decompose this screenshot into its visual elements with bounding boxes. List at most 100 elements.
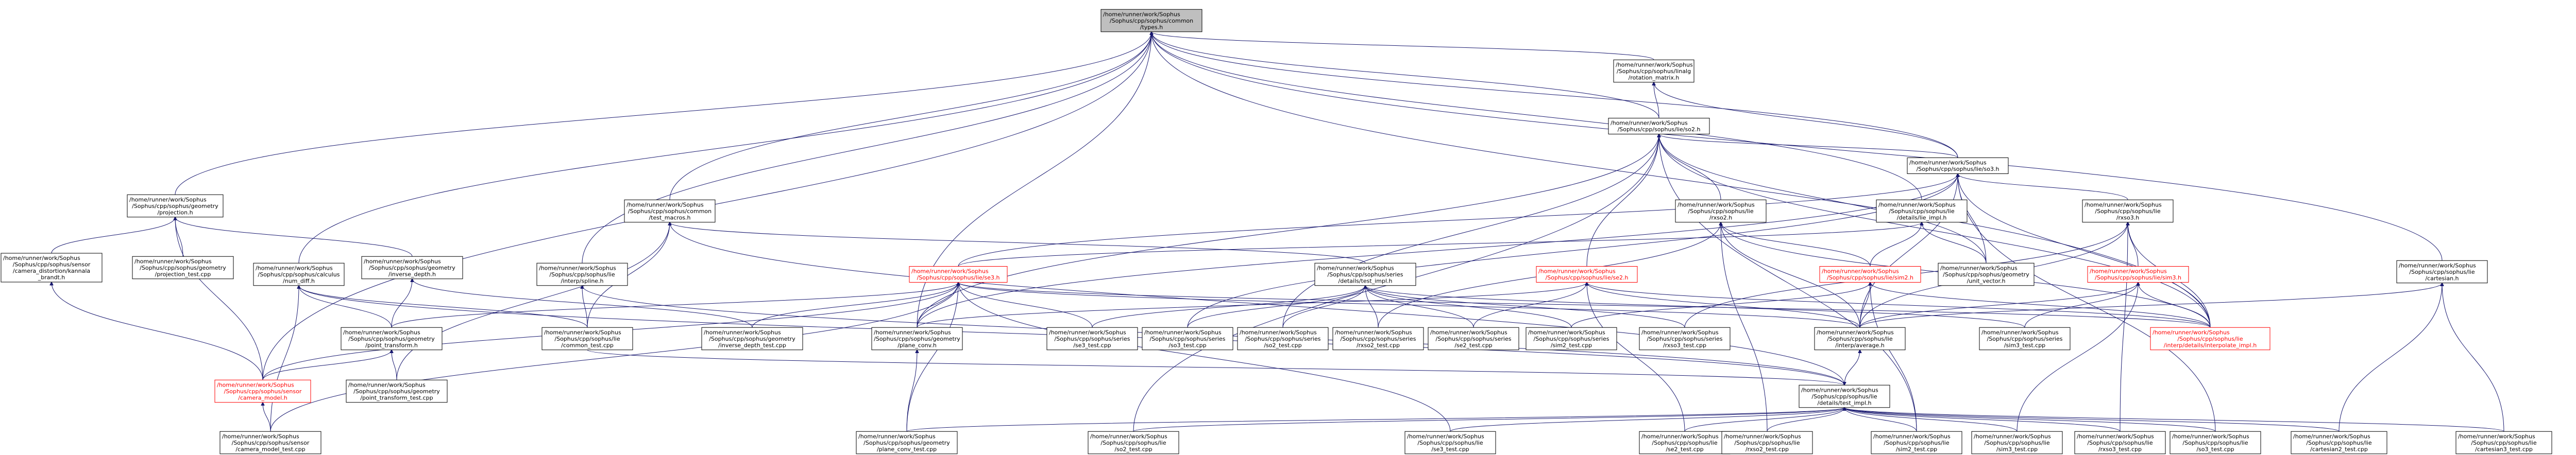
node-proj[interactable]: /home/runner/work/Sophus/Sophus/cpp/soph… bbox=[127, 194, 224, 218]
node-cart2lt[interactable]: /home/runner/work/Sophus/Sophus/cpp/soph… bbox=[2291, 431, 2387, 454]
node-box bbox=[1428, 327, 1519, 351]
node-rxso2[interactable]: /home/runner/work/Sophus/Sophus/cpp/soph… bbox=[1675, 199, 1767, 223]
node-so2ser[interactable]: /home/runner/work/Sophus/Sophus/cpp/soph… bbox=[1237, 327, 1329, 351]
edge-so3-interpimpl bbox=[1958, 174, 2211, 328]
node-label-line: /rotation_matrix.h bbox=[1629, 74, 1680, 81]
node-so3[interactable]: /home/runner/work/Sophus/Sophus/cpp/soph… bbox=[1907, 157, 2009, 174]
node-label-line: /Sophus/cpp/sophus/lie bbox=[1688, 208, 1753, 215]
node-camtest[interactable]: /home/runner/work/Sophus/Sophus/cpp/soph… bbox=[219, 431, 321, 454]
node-label-line: /so2_test.cpp bbox=[1114, 446, 1152, 452]
node-label-line: /Sophus/cpp/sophus/lie bbox=[1100, 440, 1166, 446]
node-lieimpl[interactable]: /home/runner/work/Sophus/Sophus/cpp/soph… bbox=[1876, 199, 1968, 223]
node-label-line: /home/runner/work/Sophus bbox=[1909, 160, 1987, 166]
node-label-line: /home/runner/work/Sophus bbox=[1641, 329, 1719, 336]
node-label-line: /Sophus/cpp/sophus/lie/sim2.h bbox=[1827, 274, 1913, 281]
edge-so2-interpimpl bbox=[1659, 134, 2211, 328]
node-interpimpl[interactable]: /home/runner/work/Sophus/Sophus/cpp/soph… bbox=[2150, 327, 2270, 351]
node-se3ser[interactable]: /home/runner/work/Sophus/Sophus/cpp/soph… bbox=[1046, 327, 1138, 351]
node-label-line: /sim3_test.cpp bbox=[1996, 446, 2038, 452]
node-label-line: /Sophus/cpp/sophus/series bbox=[1436, 336, 1512, 342]
node-rxso3[interactable]: /home/runner/work/Sophus/Sophus/cpp/soph… bbox=[2082, 199, 2174, 223]
node-se3[interactable]: /home/runner/work/Sophus/Sophus/cpp/soph… bbox=[909, 266, 1008, 283]
node-rxso3ser[interactable]: /home/runner/work/Sophus/Sophus/cpp/soph… bbox=[1639, 327, 1731, 351]
node-se3lt[interactable]: /home/runner/work/Sophus/Sophus/cpp/soph… bbox=[1404, 431, 1496, 454]
node-label-line: /Sophus/cpp/sophus/lie bbox=[554, 336, 620, 342]
edge-se3-ptrans bbox=[391, 283, 958, 328]
node-ptranstest[interactable]: /home/runner/work/Sophus/Sophus/cpp/soph… bbox=[346, 379, 448, 403]
node-label-line: /rxso2.h bbox=[1709, 214, 1732, 221]
node-box bbox=[2170, 431, 2261, 454]
edge-sim3-interpimpl bbox=[2138, 283, 2211, 328]
node-unitvec[interactable]: /home/runner/work/Sophus/Sophus/cpp/soph… bbox=[1938, 262, 2035, 286]
node-numdiff[interactable]: /home/runner/work/Sophus/Sophus/cpp/soph… bbox=[253, 262, 345, 286]
node-se2lt[interactable]: /home/runner/work/Sophus/Sophus/cpp/soph… bbox=[1639, 431, 1731, 454]
node-types[interactable]: /home/runner/work/Sophus/Sophus/cpp/soph… bbox=[1100, 9, 1202, 32]
node-sim2[interactable]: /home/runner/work/Sophus/Sophus/cpp/soph… bbox=[1819, 266, 1921, 283]
edge-se3-pconvtest bbox=[906, 283, 958, 432]
node-box bbox=[701, 327, 803, 351]
node-label-line: /cartesian3_test.cpp bbox=[2475, 446, 2533, 452]
edge-testmac-commontest bbox=[587, 222, 670, 328]
edge-rotmat-so2 bbox=[1654, 82, 1659, 118]
node-cart3lt[interactable]: /home/runner/work/Sophus/Sophus/cpp/soph… bbox=[2455, 431, 2552, 454]
node-label-line: /Sophus/cpp/sophus/geometry bbox=[874, 336, 960, 342]
edge-cartesian-cart3lt bbox=[2442, 283, 2504, 432]
node-label-line: /Sophus/cpp/sophus/lie/so3.h bbox=[1917, 166, 1999, 172]
node-sim3lt[interactable]: /home/runner/work/Sophus/Sophus/cpp/soph… bbox=[1971, 431, 2063, 454]
node-label-line: /Sophus/cpp/sophus/sensor bbox=[224, 388, 302, 395]
node-sim3[interactable]: /home/runner/work/Sophus/Sophus/cpp/soph… bbox=[2087, 266, 2189, 283]
node-rxso2ser[interactable]: /home/runner/work/Sophus/Sophus/cpp/soph… bbox=[1332, 327, 1424, 351]
node-camodel[interactable]: /home/runner/work/Sophus/Sophus/cpp/soph… bbox=[214, 379, 311, 403]
node-label-line: /home/runner/work/Sophus bbox=[217, 381, 294, 388]
node-average[interactable]: /home/runner/work/Sophus/Sophus/cpp/soph… bbox=[1814, 327, 1906, 351]
node-camdist[interactable]: /home/runner/work/Sophus/Sophus/cpp/soph… bbox=[1, 253, 103, 283]
node-label-line: /home/runner/work/Sophus bbox=[1878, 201, 1956, 208]
edge-ptrans-camodel bbox=[262, 350, 392, 380]
node-rxso2lt[interactable]: /home/runner/work/Sophus/Sophus/cpp/soph… bbox=[1721, 431, 1813, 454]
node-rotmat[interactable]: /home/runner/work/Sophus/Sophus/cpp/soph… bbox=[1613, 59, 1694, 83]
node-so2lt[interactable]: /home/runner/work/Sophus/Sophus/cpp/soph… bbox=[1088, 431, 1179, 454]
node-ptrans[interactable]: /home/runner/work/Sophus/Sophus/cpp/soph… bbox=[341, 327, 443, 351]
edge-invdepth-invdtest bbox=[412, 279, 753, 328]
node-label-line: /home/runner/work/Sophus bbox=[134, 258, 212, 265]
node-se2ser[interactable]: /home/runner/work/Sophus/Sophus/cpp/soph… bbox=[1428, 327, 1519, 351]
node-lietest[interactable]: /home/runner/work/Sophus/Sophus/cpp/soph… bbox=[1799, 384, 1890, 408]
node-invdtest[interactable]: /home/runner/work/Sophus/Sophus/cpp/soph… bbox=[701, 327, 803, 351]
node-box bbox=[1876, 199, 1968, 223]
node-so3ser[interactable]: /home/runner/work/Sophus/Sophus/cpp/soph… bbox=[1142, 327, 1233, 351]
node-projtest[interactable]: /home/runner/work/Sophus/Sophus/cpp/soph… bbox=[132, 256, 234, 279]
node-testmac[interactable]: /home/runner/work/Sophus/Sophus/cpp/soph… bbox=[624, 199, 716, 223]
node-invdepth[interactable]: /home/runner/work/Sophus/Sophus/cpp/soph… bbox=[361, 256, 463, 279]
node-label-line: /Sophus/cpp/sophus/lie bbox=[549, 271, 615, 278]
edge-so2-planeconv bbox=[917, 134, 1659, 328]
node-sim3ser[interactable]: /home/runner/work/Sophus/Sophus/cpp/soph… bbox=[1979, 327, 2071, 351]
edge-lietest-cart3lt bbox=[1844, 408, 2504, 432]
node-label-line: /home/runner/work/Sophus bbox=[1240, 329, 1317, 336]
node-sim2lt[interactable]: /home/runner/work/Sophus/Sophus/cpp/soph… bbox=[1871, 431, 1962, 454]
node-label-line: /home/runner/work/Sophus bbox=[858, 433, 936, 440]
node-sim2ser[interactable]: /home/runner/work/Sophus/Sophus/cpp/soph… bbox=[1526, 327, 1617, 351]
node-label-line: /Sophus/cpp/sophus/lie bbox=[1811, 393, 1877, 400]
node-label-line: /home/runner/work/Sophus bbox=[1974, 433, 2051, 440]
node-commontest[interactable]: /home/runner/work/Sophus/Sophus/cpp/soph… bbox=[541, 327, 633, 351]
node-rxso3lt[interactable]: /home/runner/work/Sophus/Sophus/cpp/soph… bbox=[2074, 431, 2166, 454]
node-so2[interactable]: /home/runner/work/Sophus/Sophus/cpp/soph… bbox=[1608, 118, 1710, 134]
edge-camdist-camodel bbox=[52, 282, 263, 380]
node-interp[interactable]: /home/runner/work/Sophus/Sophus/cpp/soph… bbox=[536, 262, 628, 286]
node-so3lt[interactable]: /home/runner/work/Sophus/Sophus/cpp/soph… bbox=[2170, 431, 2261, 454]
node-se2[interactable]: /home/runner/work/Sophus/Sophus/cpp/soph… bbox=[1536, 266, 1638, 283]
edge-rxso2-sim2 bbox=[1721, 222, 1871, 267]
node-label-line: /Sophus/cpp/sophus/lie bbox=[1984, 440, 2049, 446]
node-box bbox=[1237, 327, 1329, 351]
node-label-line: /cartesian.h bbox=[2425, 275, 2459, 282]
node-planeconv[interactable]: /home/runner/work/Sophus/Sophus/cpp/soph… bbox=[871, 327, 963, 351]
node-cartesian[interactable]: /home/runner/work/Sophus/Sophus/cpp/soph… bbox=[2396, 260, 2488, 284]
node-label-line: /Sophus/cpp/sophus/calculus bbox=[258, 271, 340, 278]
node-label-line: /details/test_impl.h bbox=[1338, 277, 1393, 284]
edge-so3-so3lt bbox=[1958, 174, 2216, 432]
node-label-line: /home/runner/work/Sophus bbox=[3, 255, 80, 261]
node-label-line: /Sophus/cpp/sophus/common bbox=[628, 208, 711, 215]
node-seriestest[interactable]: /home/runner/work/Sophus/Sophus/cpp/soph… bbox=[1314, 262, 1416, 286]
edge-rxso3-sim3 bbox=[2128, 222, 2139, 267]
node-pconvtest[interactable]: /home/runner/work/Sophus/Sophus/cpp/soph… bbox=[856, 431, 958, 454]
